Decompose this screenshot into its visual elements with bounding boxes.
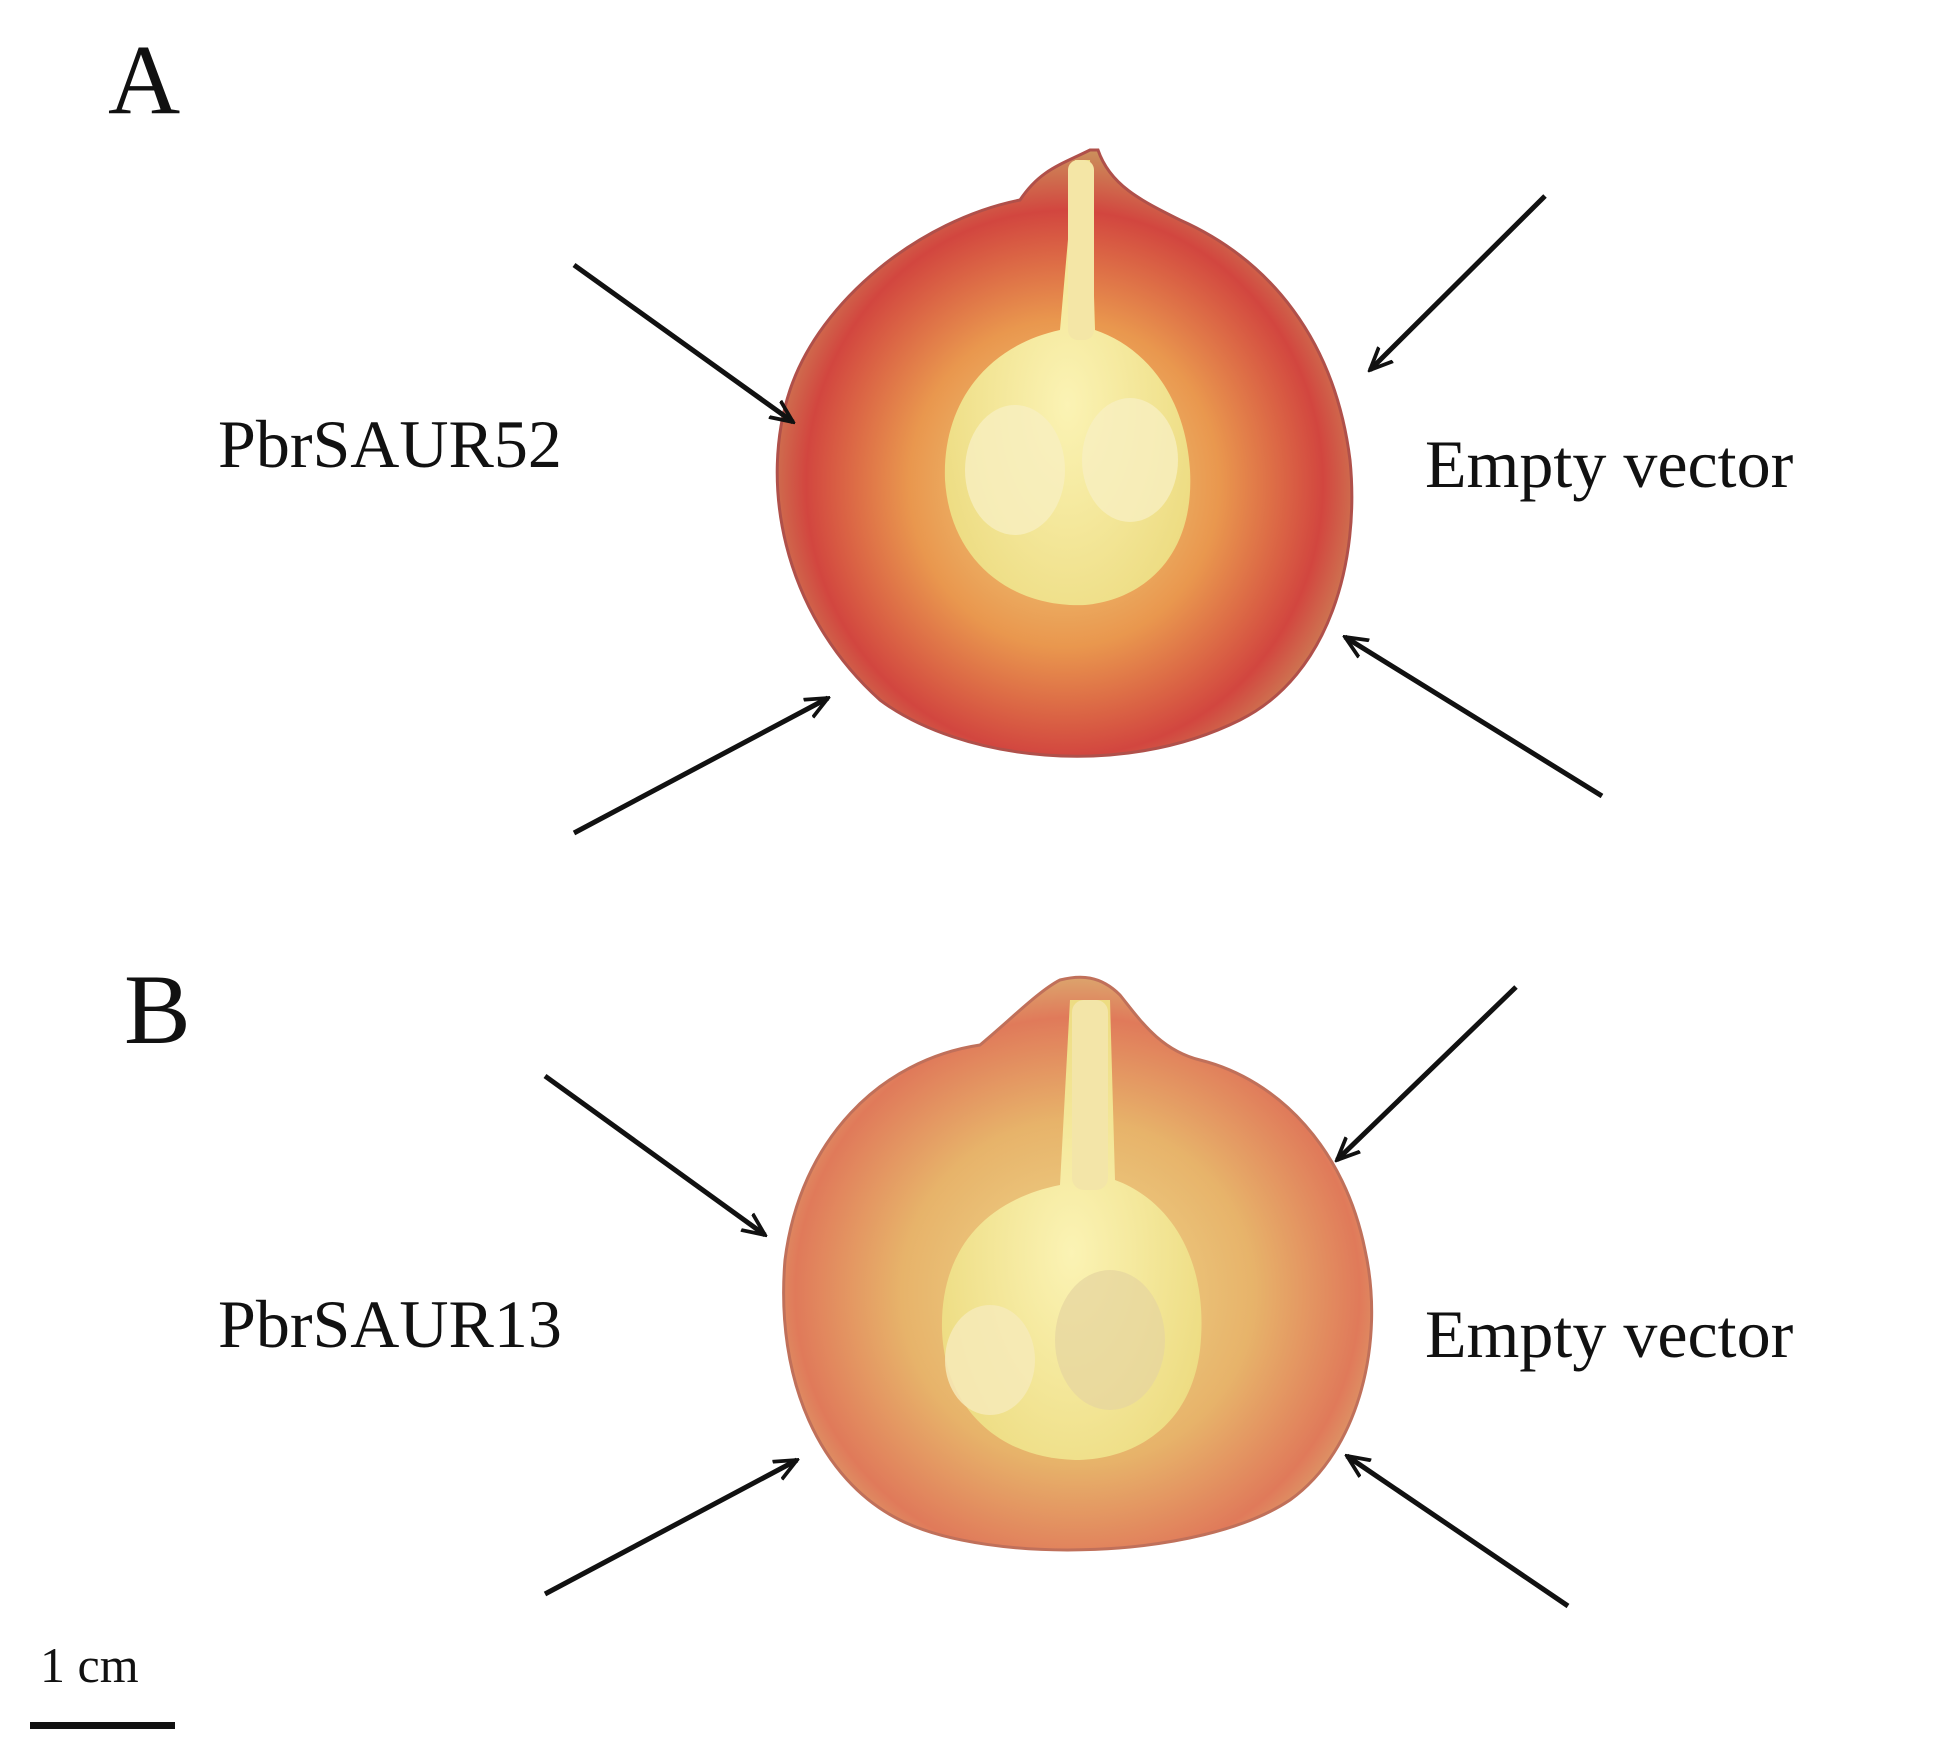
panel-label-b: B: [124, 954, 191, 1065]
fruit-photo-b: [782, 975, 1374, 1552]
arrows-panel-b: [543, 985, 1570, 1609]
arrow-b-bottom-left: [543, 1457, 797, 1597]
fruit-photo-a: [775, 148, 1354, 758]
arrow-a-bottom-left: [572, 695, 828, 836]
gene-label-b: PbrSAUR13: [218, 1286, 562, 1362]
scale-bar: [30, 1722, 175, 1729]
control-label-b: Empty vector: [1425, 1296, 1794, 1372]
gene-label-a: PbrSAUR52: [218, 406, 562, 482]
panel-label-a: A: [108, 24, 181, 135]
arrow-b-top-right: [1337, 985, 1518, 1160]
arrows-panel-a: [572, 194, 1604, 836]
scale-bar-label: 1 cm: [40, 1637, 139, 1693]
arrow-b-top-left: [543, 1073, 765, 1235]
arrow-b-bottom-right: [1347, 1456, 1570, 1609]
control-label-a: Empty vector: [1425, 426, 1794, 502]
arrow-a-bottom-right: [1345, 637, 1604, 799]
arrow-a-top-left: [572, 262, 793, 422]
arrow-a-top-right: [1370, 194, 1547, 370]
